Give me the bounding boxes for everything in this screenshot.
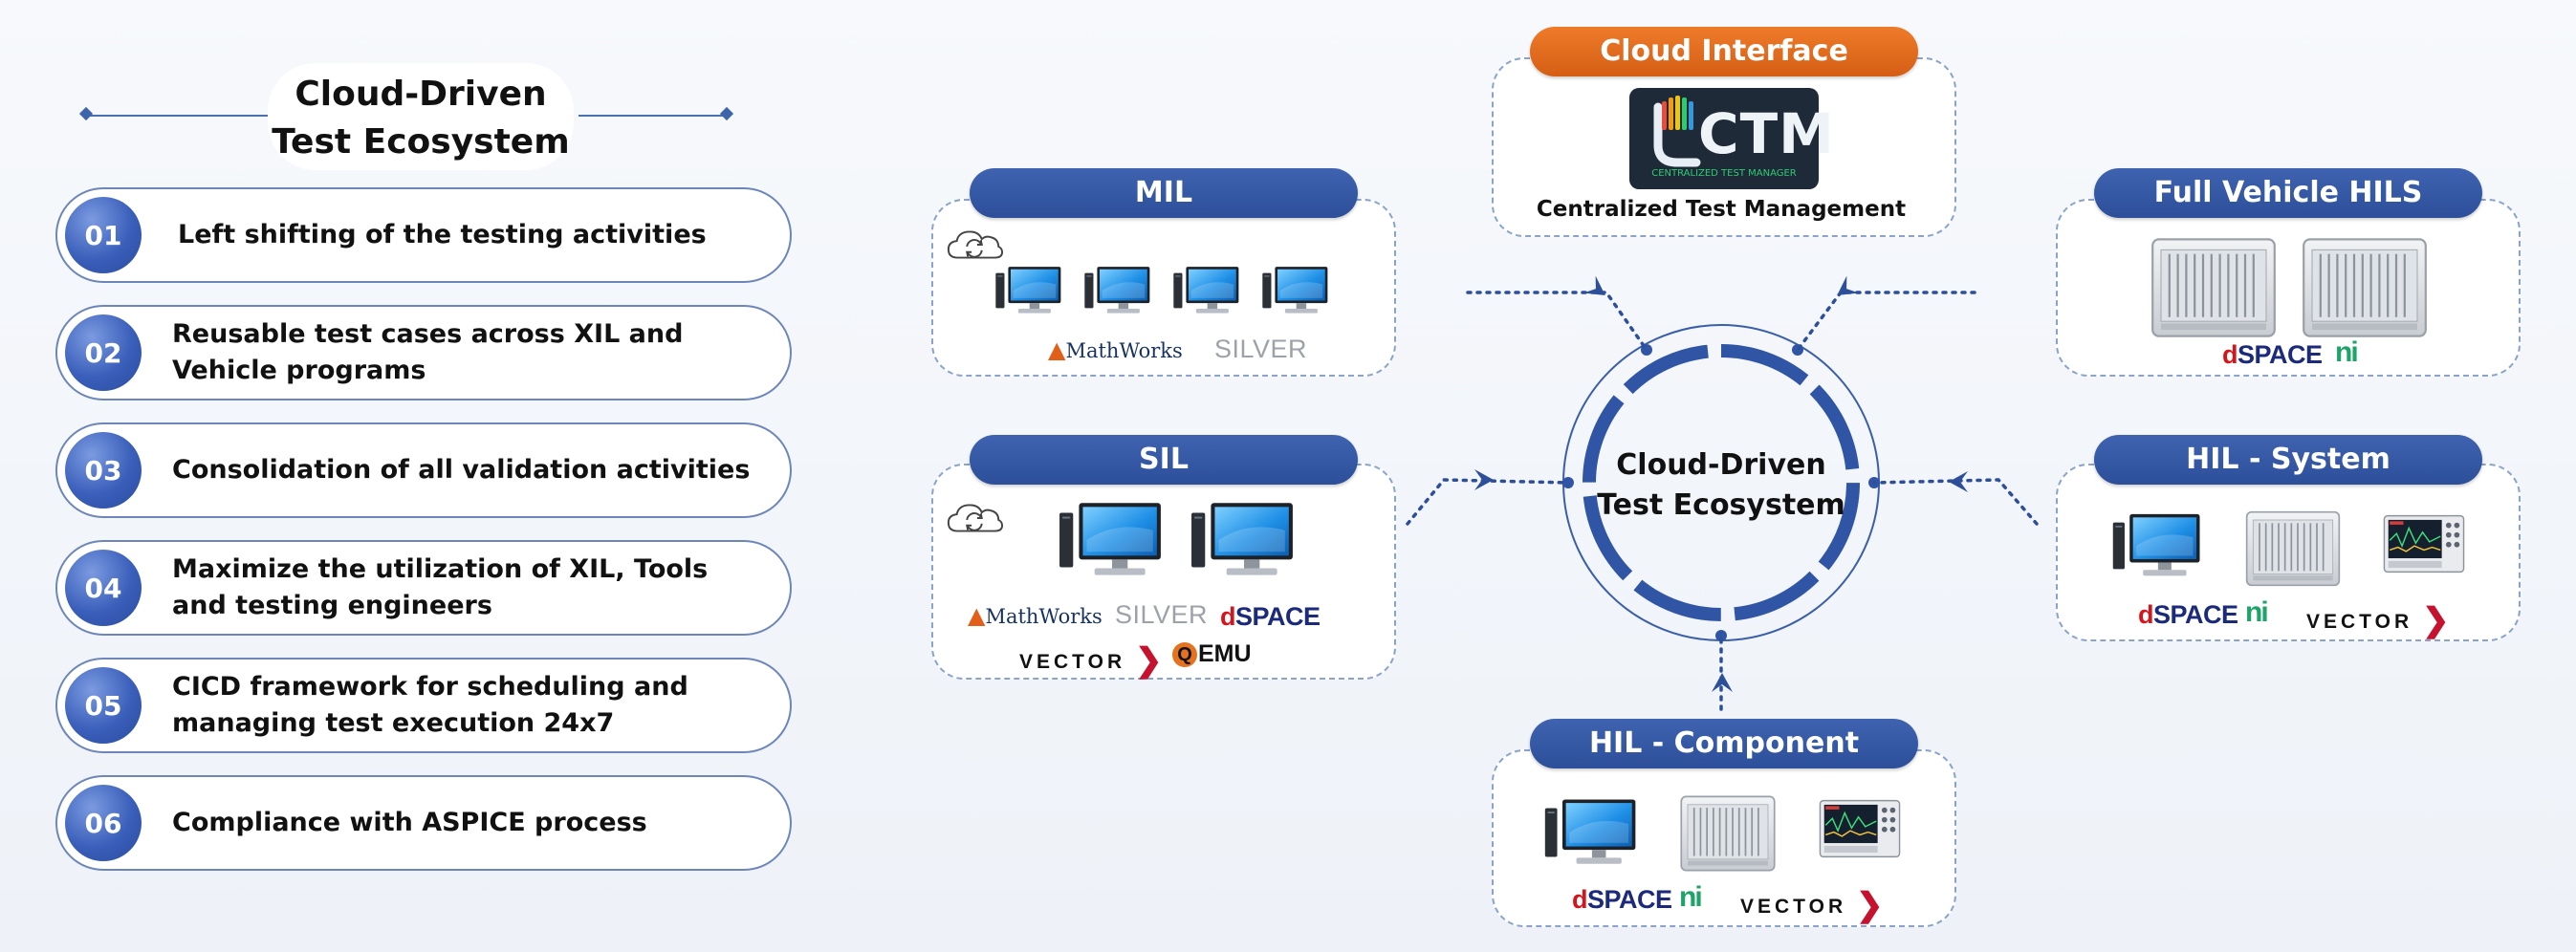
hil-system-label: HIL - System — [2094, 435, 2482, 485]
ni-logo: ni — [1679, 881, 1703, 913]
dspace-logo: dSPACE — [2138, 600, 2238, 629]
arrow-chevron-icon — [1583, 275, 1612, 305]
vector-chevron-icon: ❯ — [1134, 642, 1163, 679]
desktop-computer-icon — [1058, 501, 1165, 579]
list-item: 02 Reusable test cases across XIL and Ve… — [55, 305, 792, 400]
silver-logo: SILVER — [1115, 600, 1209, 629]
connector-sil — [1406, 478, 1570, 526]
desktop-computer-icon — [1172, 264, 1241, 317]
arrow-chevron-icon — [1474, 469, 1494, 490]
page-title-line2: Test Ecosystem — [272, 122, 570, 162]
cloud-interface-label: Cloud Interface — [1530, 27, 1918, 76]
dspace-logo: dSPACE — [1220, 602, 1321, 631]
desktop-computer-icon — [1083, 264, 1152, 317]
mathworks-membrane-icon: ▲ — [968, 602, 986, 629]
cloud-sync-icon — [945, 226, 1004, 264]
desktop-computer-icon — [1190, 501, 1297, 579]
arrow-chevron-icon — [1949, 471, 1968, 492]
full-vehicle-hils-label: Full Vehicle HILS — [2094, 168, 2482, 218]
oscilloscope-icon — [1819, 793, 1901, 864]
list-item: 04 Maximize the utilization of XIL, Tool… — [55, 540, 792, 636]
ctm-caption: Centralized Test Management — [1536, 197, 1907, 222]
desktop-computer-icon — [1543, 797, 1639, 868]
oscilloscope-icon — [2383, 508, 2465, 579]
dspace-logo: dSPACE — [2222, 340, 2323, 369]
connector-dot — [1715, 630, 1727, 641]
desktop-computer-icon — [994, 264, 1063, 317]
item-number-badge: 06 — [65, 785, 142, 861]
dspace-logo: dSPACE — [1572, 885, 1672, 914]
mathworks-membrane-icon: ▲ — [1048, 336, 1066, 363]
vector-chevron-icon: ❯ — [1855, 887, 1884, 923]
mathworks-logo: ▲MathWorks — [1048, 336, 1183, 363]
hil-component-label: HIL - Component — [1530, 719, 1918, 768]
connector-dot — [1562, 477, 1574, 488]
item-number-badge: 03 — [65, 432, 142, 508]
list-item: 06 Compliance with ASPICE process — [55, 775, 792, 871]
hil-rack-icon — [2245, 508, 2341, 589]
vector-chevron-icon: ❯ — [2421, 602, 2450, 638]
item-number-badge: 01 — [65, 197, 142, 273]
title-rule-left — [86, 115, 273, 117]
item-text: Maximize the utilization of XIL, Tools a… — [172, 554, 709, 620]
item-text: Compliance with ASPICE process — [172, 808, 647, 837]
ctm-logo-icon — [1653, 96, 1701, 167]
segmented-ring — [1583, 344, 1860, 621]
ctm-logo: CTM CENTRALIZED TEST MANAGER — [1629, 88, 1834, 189]
mathworks-logo: ▲MathWorks — [968, 602, 1102, 629]
desktop-computer-icon — [2111, 512, 2203, 579]
connector-full-vehicle — [1796, 291, 1976, 352]
sil-label: SIL — [970, 435, 1358, 485]
connector-hil-system — [1872, 478, 2039, 526]
list-item: 05 CICD framework for scheduling and man… — [55, 658, 792, 753]
ni-logo: ni — [2335, 336, 2359, 368]
center-label-line2: Test Ecosystem — [1597, 488, 1845, 522]
item-number-badge: 04 — [65, 550, 142, 626]
item-number-badge: 02 — [65, 314, 142, 391]
vector-logo: VECTOR ❯ — [2306, 602, 2450, 638]
item-number-badge: 05 — [65, 667, 142, 744]
ctm-logo-text: CTM — [1698, 101, 1835, 166]
cloud-sync-icon — [945, 499, 1004, 537]
item-text: CICD framework for scheduling and managi… — [172, 672, 688, 738]
ni-logo: ni — [2245, 596, 2269, 628]
vector-logo: VECTOR ❯ — [1740, 887, 1884, 923]
page-title-line1: Cloud-Driven — [295, 75, 547, 114]
hil-rack-icon — [2293, 235, 2436, 340]
list-item: 03 Consolidation of all validation activ… — [55, 422, 792, 518]
hil-rack-icon — [1679, 793, 1777, 874]
item-text: Left shifting of the testing activities — [178, 220, 707, 249]
title-rule-right — [579, 115, 727, 117]
ctm-logo-subtitle: CENTRALIZED TEST MANAGER — [1651, 168, 1797, 179]
hil-rack-icon — [2142, 235, 2285, 340]
silver-logo: SILVER — [1214, 335, 1308, 363]
mil-label: MIL — [970, 168, 1358, 218]
page-title: Cloud-Driven Test Ecosystem — [268, 63, 574, 170]
list-item: 01 Left shifting of the testing activiti… — [55, 187, 792, 283]
connector-mil — [1466, 291, 1648, 352]
desktop-computer-icon — [1261, 264, 1330, 317]
sil-box — [931, 464, 1396, 680]
center-label-line1: Cloud-Driven — [1616, 448, 1826, 482]
ecosystem-center-label: Cloud-Driven Test Ecosystem — [1587, 445, 1855, 526]
item-text: Reusable test cases across XIL and Vehic… — [172, 319, 684, 385]
item-text: Consolidation of all validation activiti… — [172, 455, 751, 485]
vector-logo: VECTOR ❯ — [1019, 642, 1163, 679]
